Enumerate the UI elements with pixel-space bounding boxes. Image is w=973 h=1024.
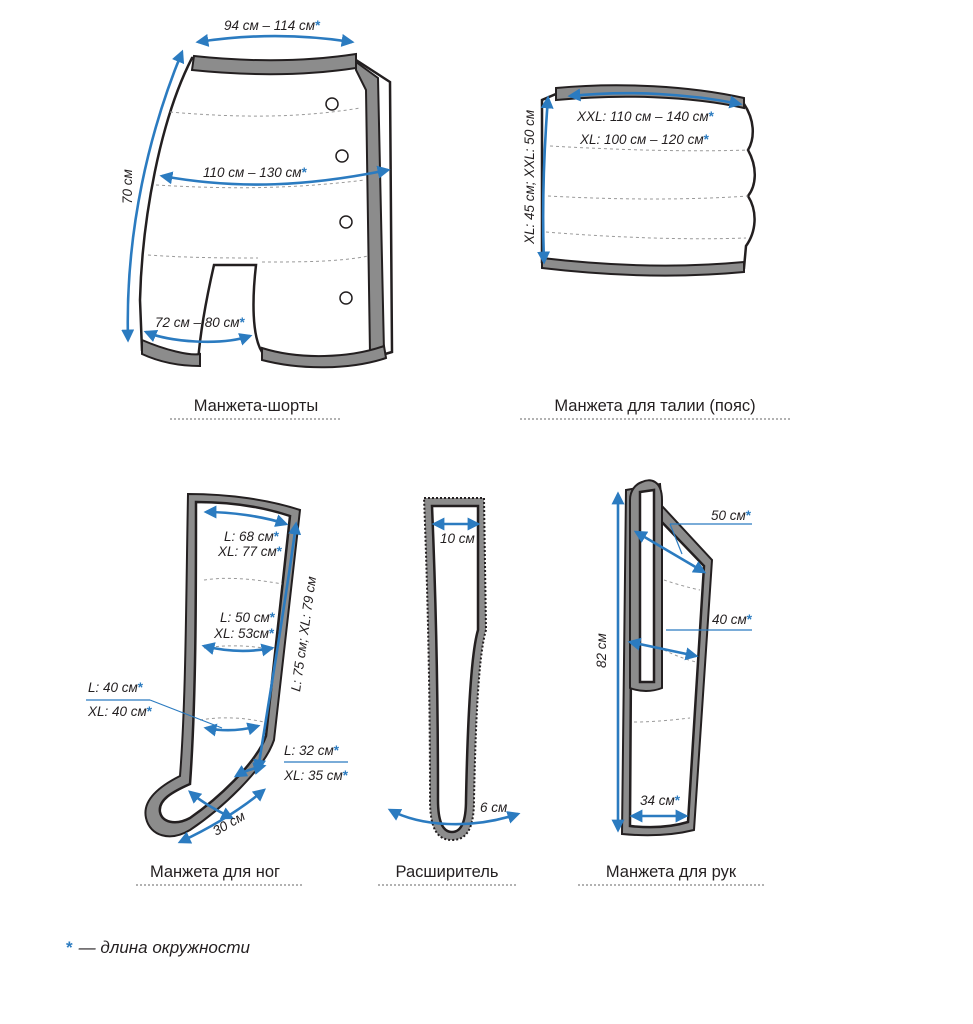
- shorts-leg-label: 72 см – 80 см*: [155, 315, 246, 330]
- arm-illustration: 50 см* 40 см* 82 см 34 см* Манжета для р…: [578, 479, 764, 886]
- leg-illustration: L: 68 см* XL: 77 см* L: 50 см* XL: 53см*…: [86, 492, 349, 886]
- leg-ankle-xl-label: XL: 35 см*: [283, 768, 349, 783]
- expander-bottom-arrow: [387, 808, 521, 826]
- belt-caption: Манжета для талии (пояс): [554, 397, 755, 415]
- leg-top-l-label: L: 68 см*: [224, 529, 280, 544]
- shorts-caption: Манжета-шорты: [194, 397, 319, 415]
- leg-length-label: L: 75 см; XL: 79 см: [288, 575, 319, 692]
- arm-top-arrow: [633, 530, 707, 574]
- footnote: *— длина окружности: [66, 938, 251, 957]
- shorts-leg-cuff-right: [261, 344, 388, 369]
- belt-xl-label: XL: 100 см – 120 см*: [579, 132, 710, 147]
- arm-top-label: 50 см*: [711, 508, 752, 523]
- shorts-button: [325, 97, 339, 111]
- leg-top-xl-label: XL: 77 см*: [217, 544, 283, 559]
- shorts-waist-arrow: [195, 33, 355, 47]
- leg-length-arrow: [253, 521, 302, 773]
- belt-illustration: XXL: 110 см – 140 см* XL: 100 см – 120 с…: [520, 84, 792, 420]
- expander-body: [430, 504, 480, 834]
- leg-ankle-l-label: L: 32 см*: [284, 743, 340, 758]
- leg-ankle-arrow: [233, 762, 267, 778]
- arm-mid-arrow: [627, 637, 699, 661]
- shorts-hip-arrow: [159, 165, 391, 186]
- shorts-illustration: 94 см – 114 см* 110 см – 130 см* 70 см 7…: [120, 18, 394, 420]
- belt-xxl-label: XXL: 110 см – 140 см*: [576, 109, 715, 124]
- belt-height-arrow: [537, 95, 554, 265]
- expander-bottom-label: 6 см: [480, 800, 507, 815]
- expander-width-label: 10 см: [440, 531, 475, 546]
- expander-illustration: 10 см 6 см Расширитель: [378, 497, 521, 886]
- leg-knee-xl-label: XL: 53см*: [213, 626, 275, 641]
- belt-bottom-band: [541, 256, 745, 277]
- shorts-hip-label: 110 см – 130 см*: [203, 165, 308, 180]
- leg-caption: Манжета для ног: [150, 863, 280, 881]
- belt-xxl-arrow: [567, 88, 743, 109]
- arm-mid-label: 40 см*: [712, 612, 753, 627]
- shorts-waistband: [190, 52, 357, 76]
- shorts-leg-arrow: [143, 329, 253, 346]
- leg-foot-label: 30 см: [210, 808, 248, 838]
- expander-caption: Расширитель: [396, 863, 499, 881]
- footnote-text: *— длина окружности: [66, 938, 251, 957]
- leg-foot-arrow: [177, 788, 266, 844]
- leg-calf-xl-label: XL: 40 см*: [87, 704, 153, 719]
- arm-caption: Манжета для рук: [606, 863, 737, 881]
- shorts-button: [339, 215, 353, 229]
- leg-calf-l-label: L: 40 см*: [88, 680, 144, 695]
- shorts-button: [339, 291, 353, 305]
- belt-height-label: XL: 45 см; XXL: 50 см: [522, 110, 537, 245]
- leg-knee-l-label: L: 50 см*: [220, 610, 276, 625]
- shorts-leg-cuff-left: [141, 338, 201, 368]
- shorts-length-label: 70 см: [120, 169, 135, 204]
- arm-length-label: 82 см: [594, 633, 609, 668]
- shorts-length-arrow: [121, 49, 185, 343]
- arm-bottom-label: 34 см*: [640, 793, 681, 808]
- shorts-waist-label: 94 см – 114 см*: [224, 18, 321, 33]
- shorts-button: [335, 149, 349, 163]
